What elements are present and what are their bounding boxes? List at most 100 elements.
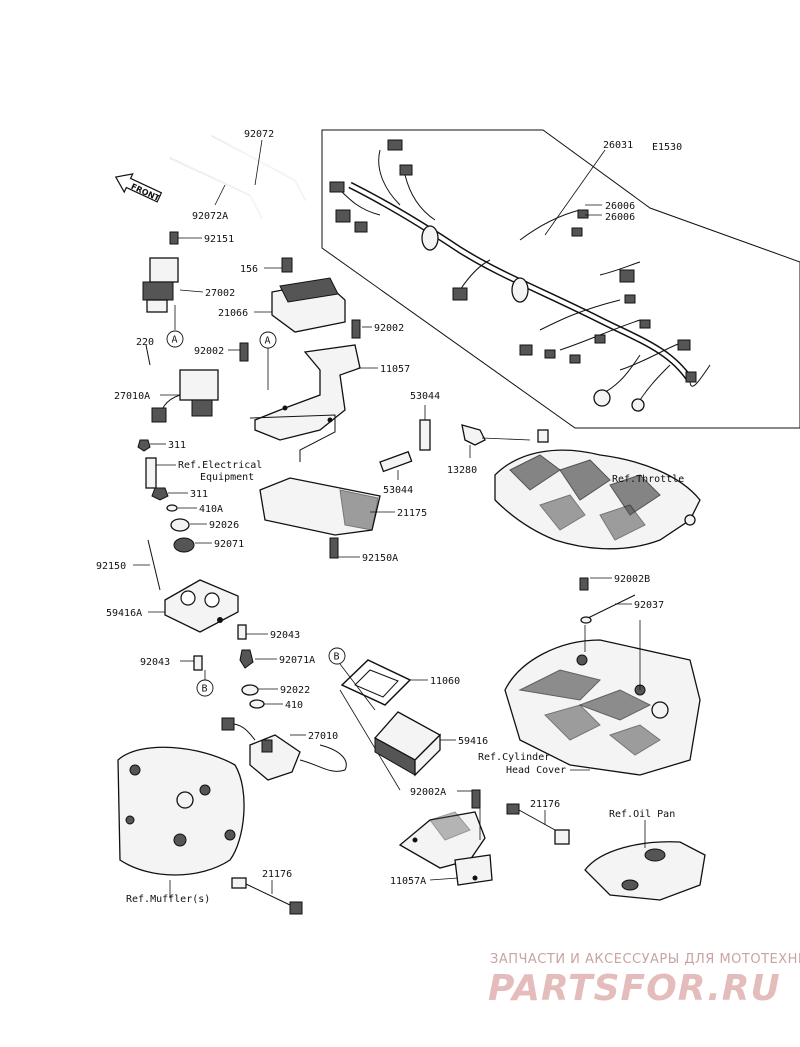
part-label: Ref.Muffler(s) bbox=[126, 894, 210, 905]
part-label: 13280 bbox=[447, 465, 477, 476]
bolt-92002-b bbox=[239, 342, 249, 362]
watermark-tagline: ЗАПЧАСТИ И АКСЕССУАРЫ ДЛЯ МОТОТЕХНИКИ bbox=[490, 952, 800, 967]
collar-92043-a bbox=[237, 624, 247, 640]
regulator-21066 bbox=[271, 257, 346, 333]
part-label: 21066 bbox=[218, 308, 248, 319]
part-label: 92002B bbox=[614, 574, 650, 585]
stud-ref-electrical bbox=[145, 457, 157, 489]
part-label: 21176 bbox=[262, 869, 292, 880]
screw-220 bbox=[145, 344, 151, 366]
throttle-body bbox=[494, 449, 701, 550]
leader-26031 bbox=[544, 149, 606, 236]
part-label: 11060 bbox=[430, 676, 460, 687]
part-label: 92071A bbox=[279, 655, 315, 666]
bolt-92002B bbox=[579, 577, 589, 591]
bracket-59416 bbox=[373, 711, 442, 777]
part-label: 311 bbox=[190, 489, 208, 500]
part-label: 26031 bbox=[603, 140, 633, 151]
bracket-11057 bbox=[249, 344, 361, 462]
collar-92043-b bbox=[193, 655, 203, 671]
callout-b-1-label: B bbox=[202, 684, 208, 695]
nut-311-a bbox=[137, 439, 151, 452]
part-label: Ref.Cylinder bbox=[478, 752, 550, 763]
part-label: 92022 bbox=[280, 685, 310, 696]
main-harness bbox=[329, 139, 711, 412]
callout-a-1-label: A bbox=[172, 335, 178, 346]
part-label: 11057 bbox=[380, 364, 410, 375]
gasket-11060 bbox=[340, 659, 412, 706]
part-label: 220 bbox=[136, 337, 154, 348]
part-label: 11057A bbox=[390, 876, 426, 887]
cable-tie-92072A bbox=[169, 157, 263, 219]
part-label: 92071 bbox=[214, 539, 244, 550]
part-label: 26006 bbox=[605, 201, 635, 212]
switch-27010 bbox=[221, 717, 347, 781]
grommet-92026 bbox=[170, 518, 190, 532]
damper-53044-b bbox=[379, 450, 413, 473]
part-label: 92151 bbox=[204, 234, 234, 245]
part-label: 53044 bbox=[383, 485, 413, 496]
callout-b-2 bbox=[328, 647, 346, 665]
part-label: 27002 bbox=[205, 288, 235, 299]
part-label: 92037 bbox=[634, 600, 664, 611]
grommet-92071A bbox=[239, 649, 254, 669]
part-label: 92072A bbox=[192, 211, 228, 222]
part-label: 92043 bbox=[270, 630, 300, 641]
part-label: 26006 bbox=[605, 212, 635, 223]
part-label: 92002 bbox=[374, 323, 404, 334]
part-label: 92026 bbox=[209, 520, 239, 531]
part-label: 21175 bbox=[397, 508, 427, 519]
hose-92037 bbox=[587, 594, 636, 619]
washer-410A bbox=[166, 504, 178, 512]
harness-frame bbox=[321, 129, 800, 429]
nut-311-b bbox=[151, 487, 169, 501]
callout-a-1 bbox=[166, 330, 184, 348]
washer-92022 bbox=[241, 684, 259, 696]
cable-tie-92072 bbox=[211, 135, 306, 201]
clamp-13280 bbox=[461, 424, 549, 446]
part-label: Ref.Oil Pan bbox=[609, 809, 675, 820]
part-label: 92043 bbox=[140, 657, 170, 668]
part-label: 27010A bbox=[114, 391, 150, 402]
bolt-92002-a bbox=[351, 319, 361, 339]
switch-27010A bbox=[151, 369, 219, 423]
callout-b-2-label: B bbox=[334, 652, 340, 663]
part-label: 92002 bbox=[194, 346, 224, 357]
part-label: 410 bbox=[285, 700, 303, 711]
callout-a-2-label: A bbox=[265, 336, 271, 347]
cylinder-head-cover bbox=[504, 639, 701, 776]
bolt-92150 bbox=[147, 539, 161, 591]
watermark-logo: PARTSFOR.RU bbox=[488, 968, 781, 1009]
part-label: 92150 bbox=[96, 561, 126, 572]
oil-pan bbox=[584, 841, 706, 901]
sensor-21176-right bbox=[506, 803, 570, 845]
bracket-11057A bbox=[398, 811, 493, 886]
part-label: 21176 bbox=[530, 799, 560, 810]
part-label: Ref.Electrical bbox=[178, 460, 262, 471]
part-label: 92002A bbox=[410, 787, 446, 798]
part-label: Equipment bbox=[200, 472, 254, 483]
part-label: 311 bbox=[168, 440, 186, 451]
bracket-59416A bbox=[164, 579, 239, 633]
part-label: 410A bbox=[199, 504, 223, 515]
sensor-21176-left bbox=[231, 877, 303, 915]
part-label: 92072 bbox=[244, 129, 274, 140]
part-label: 59416A bbox=[106, 608, 142, 619]
washer-410 bbox=[249, 699, 265, 709]
part-label: 53044 bbox=[410, 391, 440, 402]
bolt-92002A bbox=[471, 789, 481, 809]
front-arrow-icon: FRONT bbox=[114, 173, 163, 203]
part-label: Ref.Throttle bbox=[612, 474, 684, 485]
grommet-92071 bbox=[173, 537, 195, 553]
part-label: Head Cover bbox=[506, 765, 566, 776]
part-label: 92150A bbox=[362, 553, 398, 564]
part-label: 27010 bbox=[308, 731, 338, 742]
damper-53044-a bbox=[419, 419, 431, 451]
ecu-21175 bbox=[259, 477, 381, 536]
diagram-code: E1530 bbox=[652, 142, 682, 153]
bolt-92150A bbox=[329, 537, 339, 559]
part-label: 156 bbox=[240, 264, 258, 275]
part-label: 59416 bbox=[458, 736, 488, 747]
